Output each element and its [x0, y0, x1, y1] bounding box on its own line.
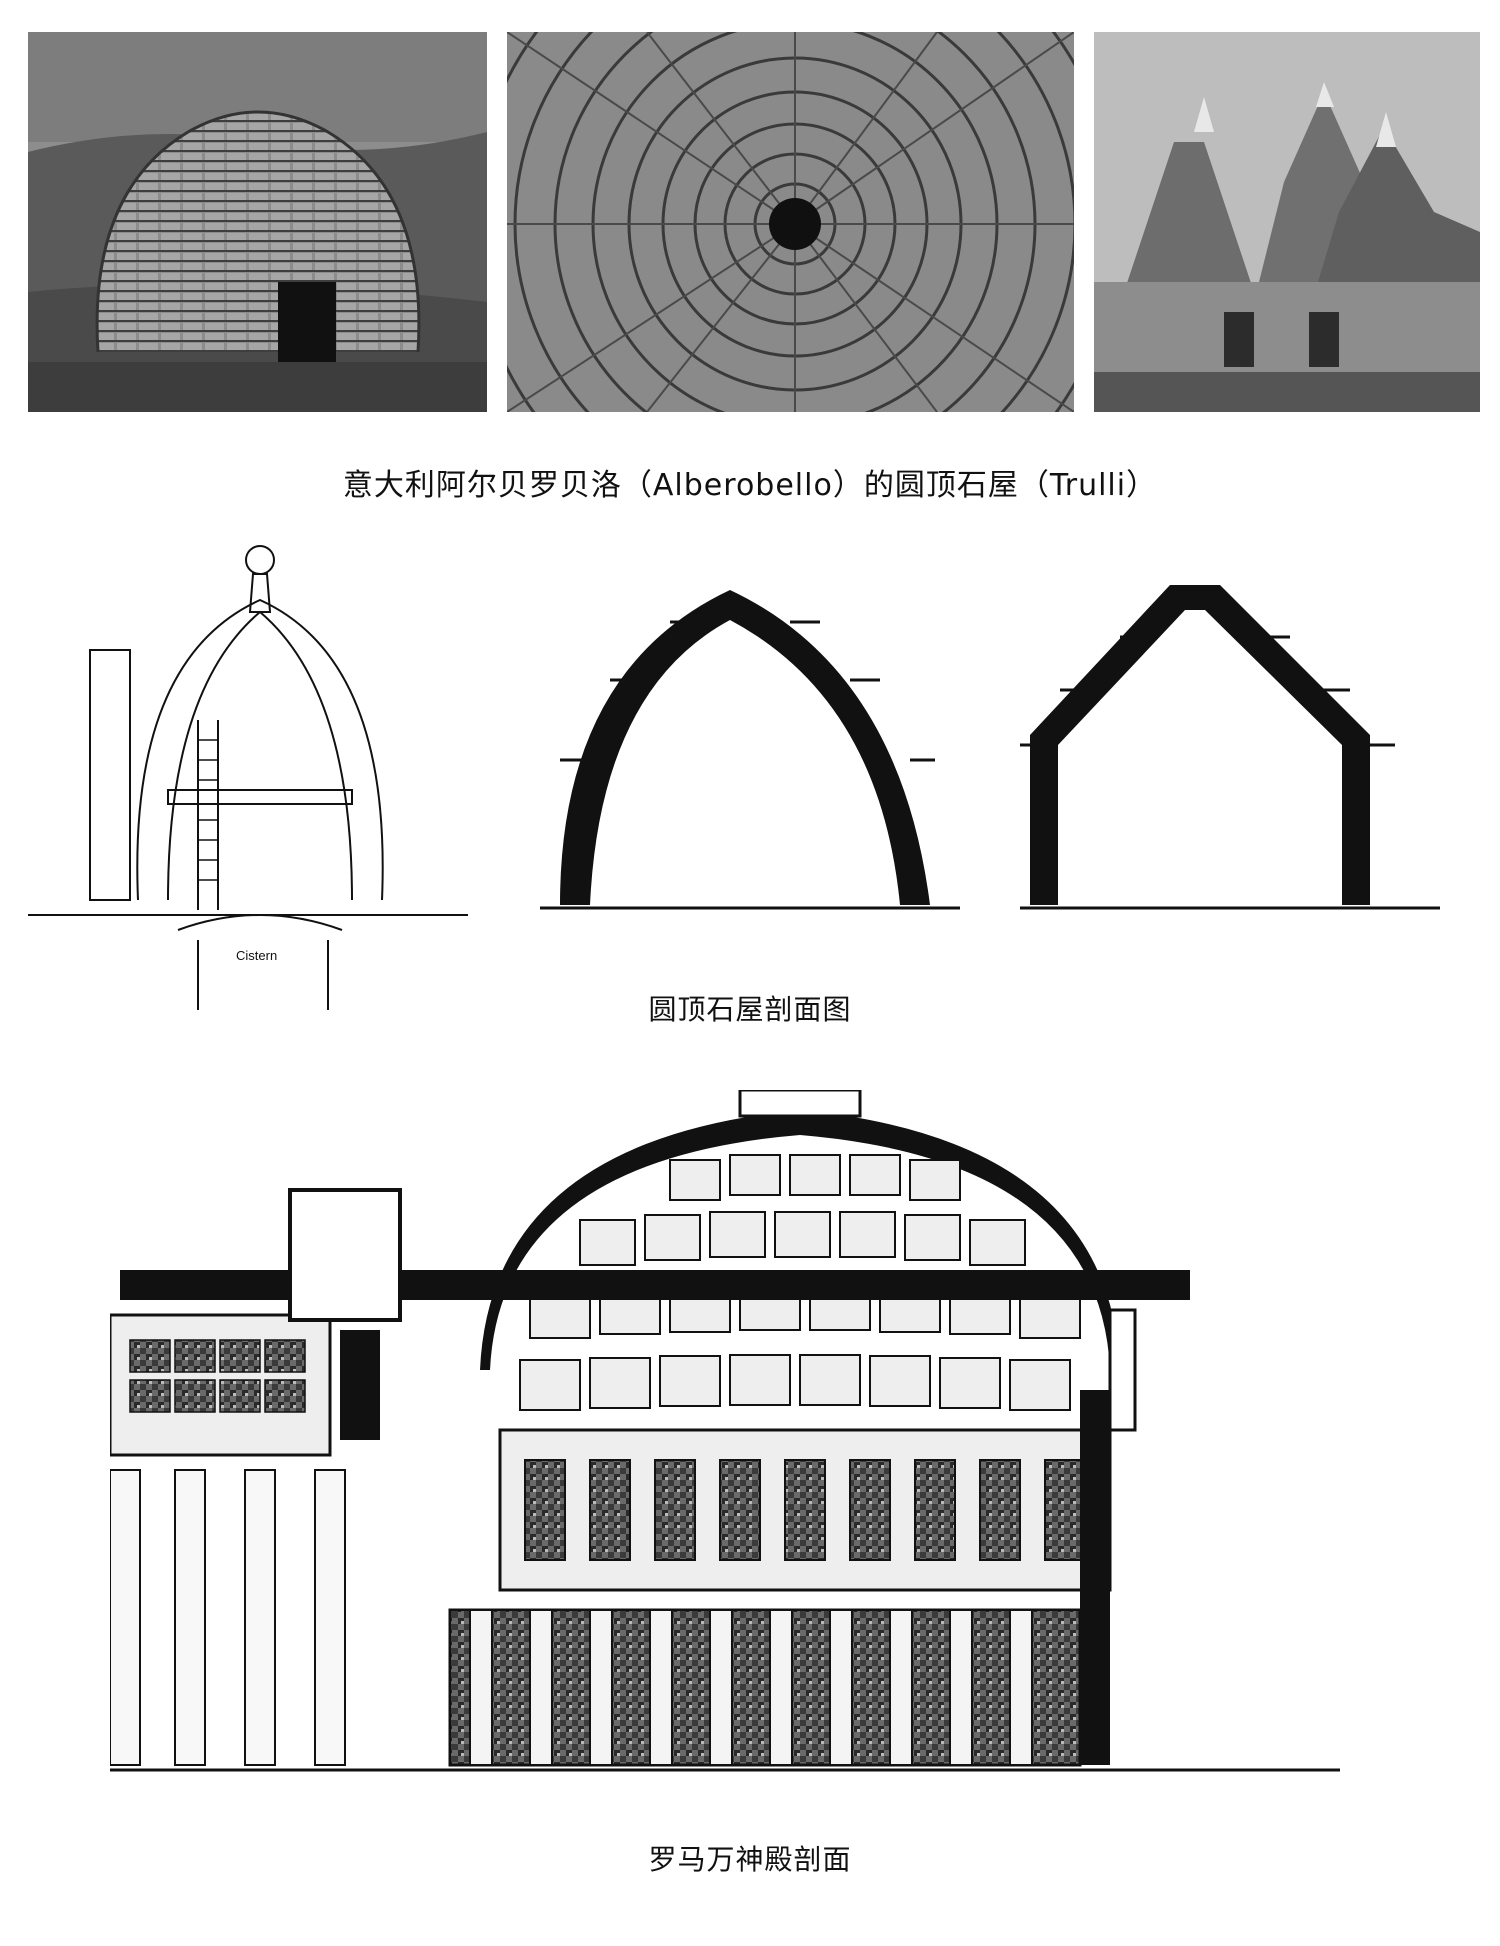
trullo-section-arch [540, 580, 960, 920]
pantheon-section [110, 1090, 1340, 1780]
sections-caption: 圆顶石屋剖面图 [648, 993, 852, 1026]
photo-stone-hut [28, 32, 487, 412]
photo-trulli-cones [1094, 32, 1480, 412]
photo-dome-interior [507, 32, 1074, 412]
trullo-section-gable [1020, 575, 1440, 920]
pantheon-caption: 罗马万神殿剖面 [648, 1843, 852, 1876]
cistern-label: Cistern [236, 948, 277, 963]
photos-caption: 意大利阿尔贝罗贝洛（Alberobello）的圆顶石屋（Trulli） [342, 468, 1158, 503]
trullo-section-sketch: Cistern [28, 540, 468, 1010]
